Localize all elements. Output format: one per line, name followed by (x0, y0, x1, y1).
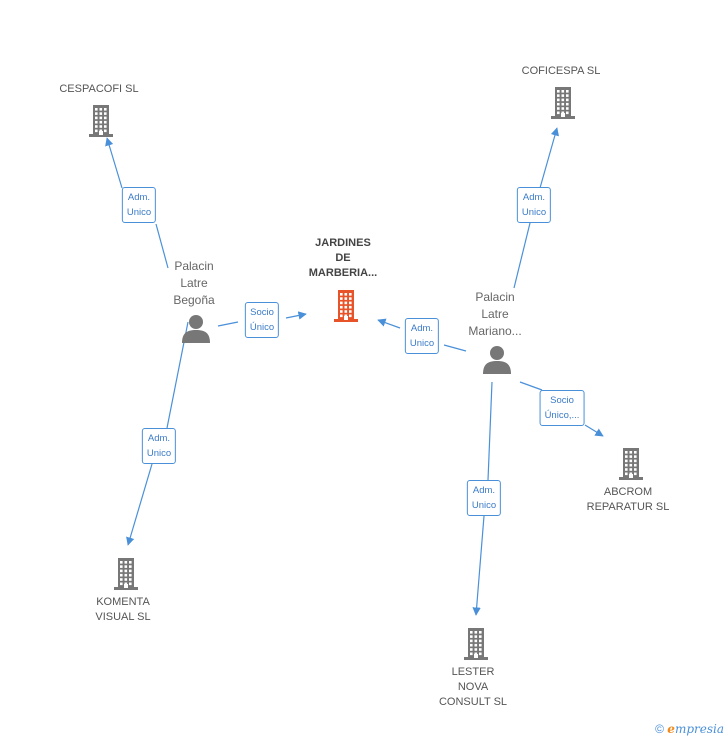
company-label-abcrom[interactable]: ABCROM REPARATUR SL (587, 485, 670, 515)
label-line: COFICESPA SL (521, 65, 601, 77)
label-line: LESTER (451, 666, 495, 678)
edge-line (285, 311, 307, 320)
label-line: Socio (250, 307, 274, 318)
label-line: Unico (409, 338, 435, 349)
edge-label-mariano-lester[interactable]: Adm. Unico (466, 480, 502, 516)
label-line: VISUAL SL (95, 611, 151, 623)
edge-line (126, 463, 153, 546)
label-line: MARBERIA... (308, 267, 378, 279)
footer-brand: © empresia (655, 722, 724, 736)
building-icon-coficespa[interactable] (548, 85, 578, 119)
edge-line (443, 344, 467, 352)
copyright-icon: © (655, 722, 664, 736)
company-label-coficespa[interactable]: COFICESPA SL (522, 64, 601, 79)
edge-label-begona-komenta[interactable]: Adm. Unico (141, 428, 177, 464)
label-line: Begoña (173, 293, 215, 307)
edge-line (513, 222, 531, 289)
label-line: ABCROM (603, 486, 653, 498)
label-line: Adm. (127, 192, 151, 203)
label-line: Mariano... (468, 324, 522, 338)
label-line: Latre (481, 307, 509, 321)
building-icon-lester[interactable] (461, 626, 491, 660)
label-line: JARDINES (315, 237, 371, 249)
edge-line (584, 424, 604, 437)
label-line: Palacin (475, 290, 515, 304)
person-icon-mariano[interactable] (482, 345, 512, 375)
label-line: DE (335, 252, 351, 264)
label-line: Unico (146, 448, 172, 459)
edge-line (105, 137, 123, 189)
label-line: REPARATUR SL (586, 501, 670, 513)
label-line: Unico (521, 207, 547, 218)
edge-line (472, 515, 485, 616)
edge-line (539, 127, 559, 189)
edge-line (487, 381, 493, 481)
building-icon-komenta[interactable] (111, 556, 141, 590)
edge-label-begona-cespacofi[interactable]: Adm. Unico (121, 187, 157, 223)
edge-line (377, 318, 401, 329)
label-line: Latre (180, 276, 208, 290)
label-line: Único (249, 322, 275, 333)
building-icon-main[interactable] (331, 288, 361, 322)
building-icon-abcrom[interactable] (616, 446, 646, 480)
label-line: Unico (126, 207, 152, 218)
label-line: KOMENTA (96, 596, 150, 608)
label-line: NOVA (457, 681, 489, 693)
edge-line (217, 321, 239, 327)
label-line: Único,... (544, 410, 580, 421)
company-label-main[interactable]: JARDINES DE MARBERIA... (309, 236, 377, 281)
label-line: Adm. (522, 192, 546, 203)
label-line: Adm. (472, 485, 496, 496)
label-line: Palacin (174, 259, 214, 273)
company-label-komenta[interactable]: KOMENTA VISUAL SL (95, 595, 150, 625)
building-icon-cespacofi[interactable] (86, 103, 116, 137)
label-line: CESPACOFI SL (59, 83, 139, 95)
person-icon-begona[interactable] (181, 314, 211, 344)
company-label-lester[interactable]: LESTER NOVA CONSULT SL (439, 665, 507, 710)
empresia-logo[interactable]: empresia (667, 722, 724, 736)
edge-line (155, 223, 169, 269)
label-line: CONSULT SL (438, 696, 508, 708)
label-line: Unico (471, 500, 497, 511)
company-label-cespacofi[interactable]: CESPACOFI SL (59, 82, 138, 97)
label-line: Adm. (410, 323, 434, 334)
label-line: Socio (550, 395, 574, 406)
label-line: Adm. (147, 433, 171, 444)
edge-label-mariano-coficespa[interactable]: Adm. Unico (516, 187, 552, 223)
edge-line (519, 381, 543, 391)
edge-label-mariano-main[interactable]: Adm. Unico (404, 318, 440, 354)
